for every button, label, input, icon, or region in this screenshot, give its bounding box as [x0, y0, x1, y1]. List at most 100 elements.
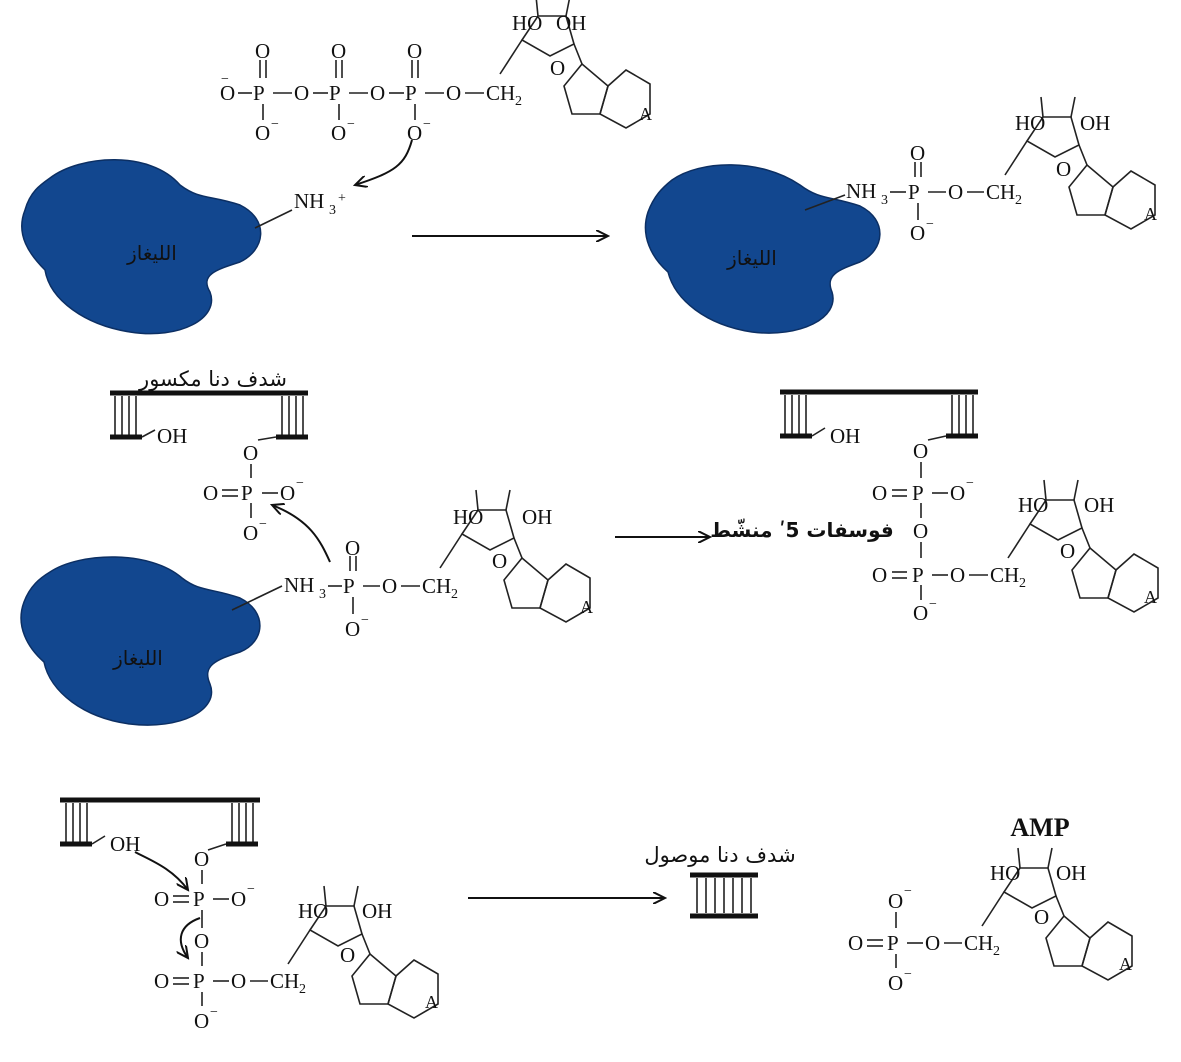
svg-text:3: 3: [881, 193, 888, 208]
svg-text:A: A: [1144, 204, 1157, 224]
svg-text:2: 2: [1019, 576, 1026, 591]
svg-text:−: −: [904, 967, 912, 982]
svg-text:P: P: [193, 887, 205, 911]
svg-text:O: O: [446, 81, 461, 105]
attack-arrow-4: [181, 917, 201, 958]
svg-text:O: O: [1056, 157, 1071, 181]
svg-text:−: −: [926, 217, 934, 232]
svg-text:O: O: [1060, 539, 1075, 563]
svg-text:O: O: [243, 441, 258, 465]
svg-text:A: A: [425, 992, 438, 1012]
svg-text:O: O: [154, 969, 169, 993]
svg-text:−: −: [221, 72, 229, 87]
svg-text:OH: OH: [830, 424, 860, 448]
svg-text:P: P: [241, 481, 253, 505]
svg-text:HO: HO: [298, 899, 328, 923]
svg-text:P: P: [329, 81, 341, 105]
svg-text:O: O: [294, 81, 309, 105]
svg-text:−: −: [259, 517, 267, 532]
svg-text:O: O: [382, 574, 397, 598]
enzyme-1-label: الليغاز: [126, 241, 177, 265]
svg-text:P: P: [193, 969, 205, 993]
enzyme-2: الليغاز: [644, 164, 881, 334]
svg-text:P: P: [405, 81, 417, 105]
svg-text:O: O: [345, 617, 360, 641]
ligated-dna-label: شدف دنا موصول: [644, 843, 795, 867]
svg-text:CH: CH: [486, 81, 515, 105]
svg-text:O: O: [194, 929, 209, 953]
svg-text:OH: OH: [522, 505, 552, 529]
enzyme-3: الليغاز: [20, 556, 261, 726]
svg-text:−: −: [296, 476, 304, 491]
svg-text:2: 2: [299, 982, 306, 997]
svg-text:O: O: [331, 39, 346, 63]
enzyme-2-label: الليغاز: [726, 246, 777, 270]
svg-text:O: O: [243, 521, 258, 545]
svg-text:P: P: [912, 481, 924, 505]
svg-text:O: O: [370, 81, 385, 105]
svg-text:O: O: [255, 39, 270, 63]
svg-text:P: P: [253, 81, 265, 105]
amp-label: AMP: [1010, 813, 1069, 842]
svg-text:CH: CH: [422, 574, 451, 598]
svg-text:CH: CH: [986, 180, 1015, 204]
svg-text:O: O: [888, 889, 903, 913]
svg-text:O: O: [340, 943, 355, 967]
svg-text:O: O: [913, 439, 928, 463]
svg-text:CH: CH: [270, 969, 299, 993]
svg-text:3: 3: [319, 587, 326, 602]
svg-text:O: O: [910, 141, 925, 165]
svg-text:O: O: [950, 563, 965, 587]
svg-text:O: O: [255, 121, 270, 145]
svg-text:−: −: [347, 117, 355, 132]
svg-text:OH: OH: [1056, 861, 1086, 885]
svg-text:NH: NH: [284, 573, 314, 597]
svg-text:CH: CH: [964, 931, 993, 955]
svg-text:O: O: [550, 56, 565, 80]
nucleophilic-attack-arrow-2: [272, 505, 331, 563]
svg-text:O: O: [231, 969, 246, 993]
svg-text:OH: OH: [157, 424, 187, 448]
svg-text:O: O: [407, 121, 422, 145]
svg-text:O: O: [231, 887, 246, 911]
svg-text:O: O: [194, 847, 209, 871]
svg-text:−: −: [247, 882, 255, 897]
svg-text:−: −: [929, 597, 937, 612]
svg-text:2: 2: [451, 587, 458, 602]
svg-text:OH: OH: [1084, 493, 1114, 517]
svg-text:A: A: [1144, 587, 1157, 607]
svg-text:−: −: [966, 476, 974, 491]
svg-text:−: −: [361, 613, 369, 628]
svg-text:−: −: [271, 117, 279, 132]
svg-text:O: O: [203, 481, 218, 505]
svg-text:−: −: [904, 884, 912, 899]
svg-text:CH: CH: [990, 563, 1019, 587]
svg-text:−: −: [423, 117, 431, 132]
broken-dna-strand-1: OH O O P O− O−: [110, 390, 308, 545]
svg-text:O: O: [407, 39, 422, 63]
svg-text:2: 2: [993, 944, 1000, 959]
svg-text:O: O: [910, 221, 925, 245]
svg-text:O: O: [220, 81, 235, 105]
svg-text:O: O: [872, 563, 887, 587]
svg-text:O: O: [194, 1009, 209, 1033]
enzyme-1: الليغاز: [21, 159, 262, 335]
svg-text:OH: OH: [362, 899, 392, 923]
svg-text:P: P: [912, 563, 924, 587]
svg-text:HO: HO: [1015, 111, 1045, 135]
svg-text:−: −: [210, 1005, 218, 1020]
svg-text:O: O: [848, 931, 863, 955]
svg-text:+: +: [338, 191, 346, 206]
svg-text:O: O: [492, 549, 507, 573]
nucleophilic-attack-arrow-1: [355, 139, 413, 185]
svg-text:O: O: [154, 887, 169, 911]
svg-text:O: O: [888, 971, 903, 995]
svg-text:O: O: [872, 481, 887, 505]
svg-text:OH: OH: [1080, 111, 1110, 135]
svg-text:HO: HO: [512, 11, 542, 35]
svg-text:HO: HO: [453, 505, 483, 529]
